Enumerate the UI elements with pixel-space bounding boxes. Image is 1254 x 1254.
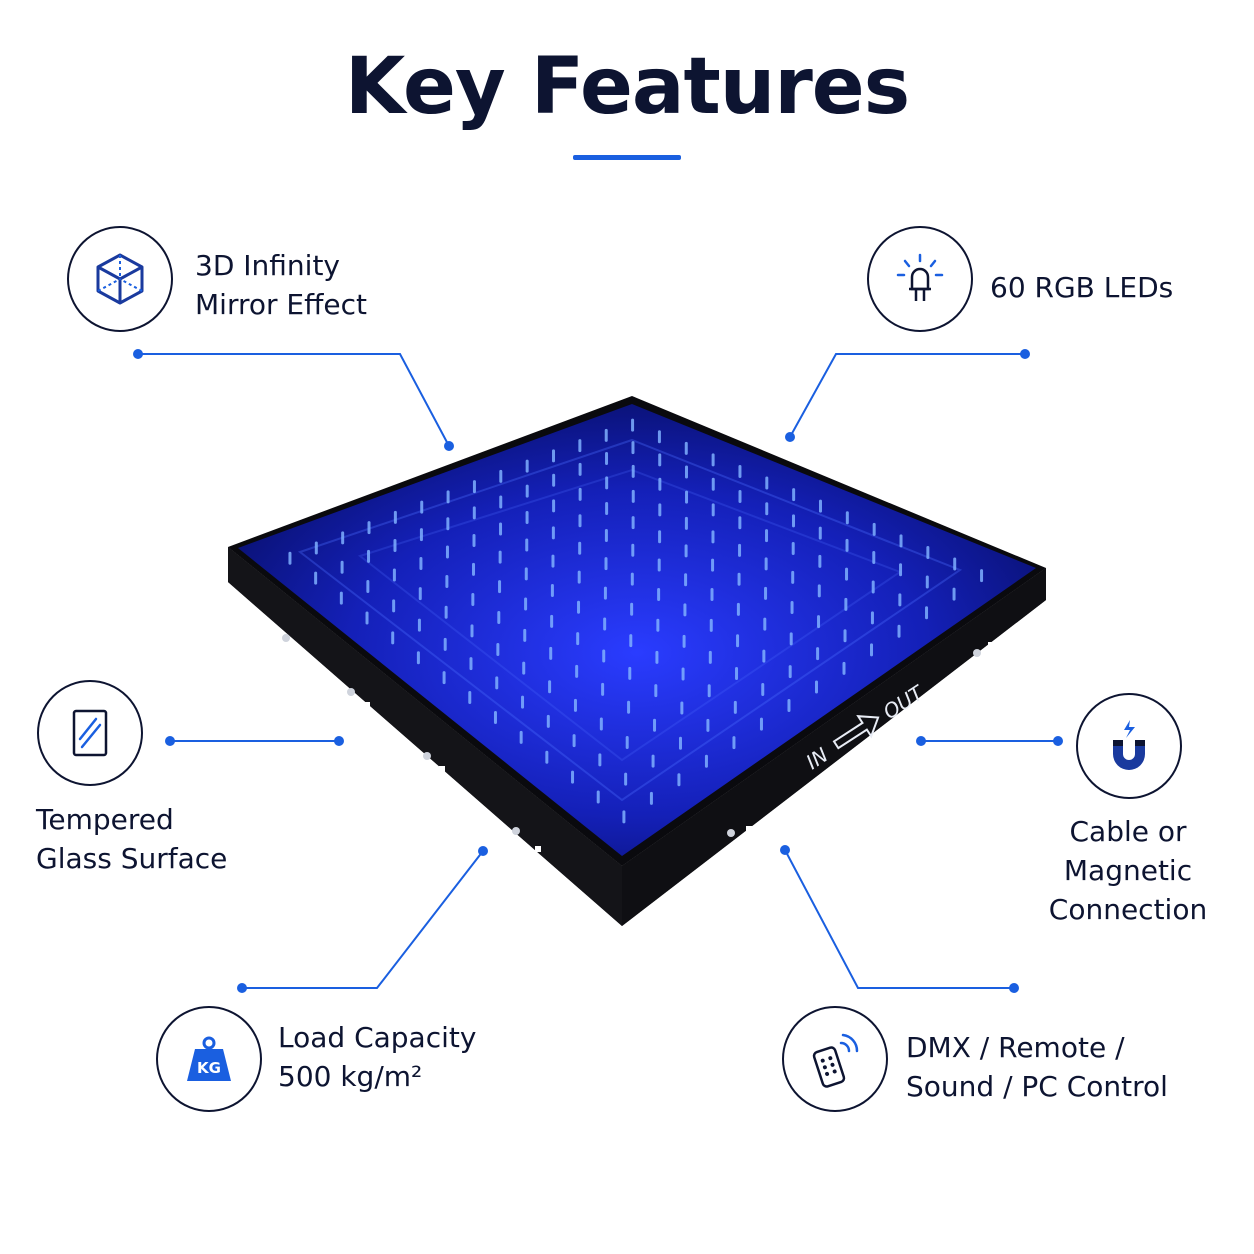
title-underline	[573, 155, 681, 160]
kg-badge: KG	[197, 1059, 221, 1077]
led-bulb-icon	[896, 253, 944, 301]
feature-control-label: DMX / Remote /Sound / PC Control	[906, 1031, 1168, 1103]
kg-weight-icon: KG	[187, 1036, 231, 1081]
feature-leds-circle	[867, 226, 973, 332]
cube-icon	[96, 253, 144, 305]
feature-mirror-circle	[67, 226, 173, 332]
feature-control-circle	[782, 1006, 888, 1112]
remote-control-icon	[812, 1033, 859, 1088]
infinity-mirror-surface	[238, 404, 1036, 856]
page-title: Key Features	[344, 42, 910, 132]
feature-glass-circle	[37, 680, 143, 786]
glass-panel-icon	[72, 709, 108, 757]
magnet-icon	[1113, 720, 1145, 770]
connector-lines	[138, 353, 1058, 989]
feature-load-circle: KG	[156, 1006, 262, 1112]
feature-connection-circle	[1076, 693, 1182, 799]
arrow-icon	[832, 715, 880, 750]
feature-leds-label: 60 RGB LEDs	[990, 271, 1174, 304]
